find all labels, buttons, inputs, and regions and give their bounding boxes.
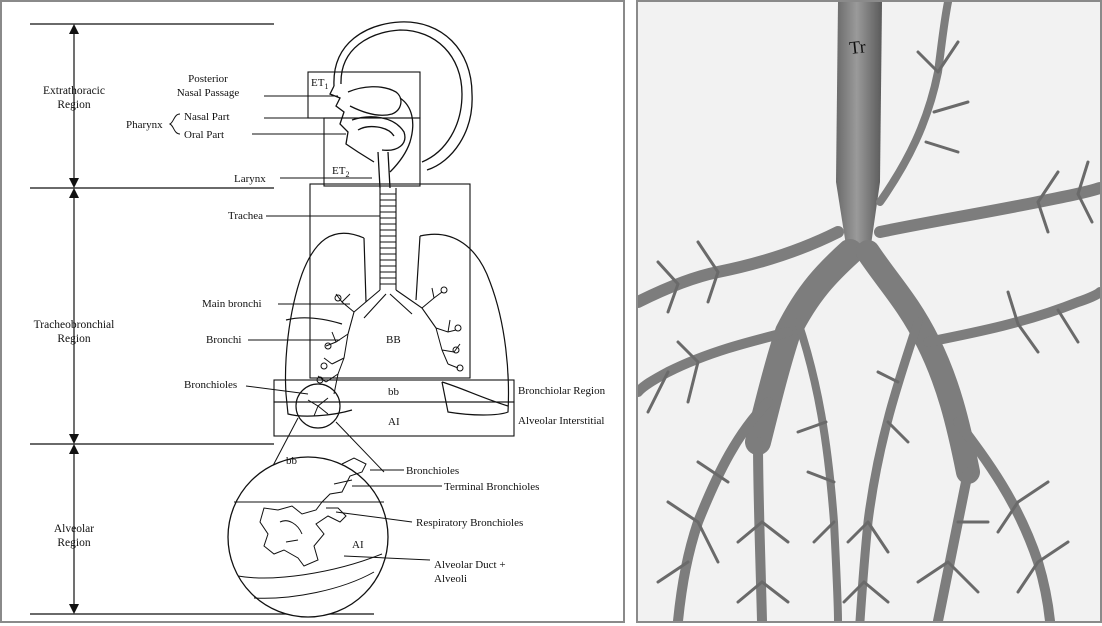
region-label: Tracheobronchial	[34, 319, 115, 331]
label-bronchioles: Bronchioles	[184, 379, 237, 391]
region-label: Region	[57, 99, 90, 111]
inset-circle	[228, 457, 388, 617]
label-bronchi: Bronchi	[206, 334, 241, 346]
label-bb-lower: bb	[388, 386, 400, 398]
inset-label-alveolar-duct: Alveolar Duct +	[434, 559, 506, 571]
cast-svg: Tr	[638, 2, 1100, 621]
inset-label-ai: AI	[352, 539, 364, 551]
label-main-bronchi: Main bronchi	[202, 298, 262, 310]
inset-label-respiratory-bronchioles: Respiratory Bronchioles	[416, 517, 523, 529]
label-oral-part: Oral Part	[184, 129, 224, 141]
region-label: Extrathoracic	[43, 85, 105, 97]
inset-label-bronchioles: Bronchioles	[406, 465, 459, 477]
bb-box	[310, 184, 470, 378]
inset-label-terminal-bronchioles: Terminal Bronchioles	[444, 481, 539, 493]
trachea-drawing	[348, 188, 436, 334]
label-nasal-passage: Nasal Passage	[177, 87, 240, 99]
head-outline	[330, 22, 472, 188]
respiratory-tract-diagram: Extrathoracic Region Tracheobronchial Re…	[0, 0, 625, 623]
arrowhead	[69, 444, 79, 454]
inset-label-bb: bb	[286, 455, 298, 467]
label-posterior: Posterior	[188, 73, 228, 85]
arrowhead	[69, 604, 79, 614]
et2-label: ET2	[332, 165, 349, 179]
label-nasal-part: Nasal Part	[184, 111, 230, 123]
inset-label-alveoli: Alveoli	[434, 573, 467, 585]
et1-label: ET1	[311, 77, 328, 91]
label-alveolar-interstitial: Alveolar Interstitial	[518, 415, 604, 427]
arrowhead	[69, 178, 79, 188]
arrowhead	[69, 24, 79, 34]
arrowhead	[69, 188, 79, 198]
arrowhead	[69, 434, 79, 444]
label-bb-upper: BB	[386, 334, 401, 346]
cast-trachea-label: Tr	[848, 36, 866, 58]
diagram-svg: Extrathoracic Region Tracheobronchial Re…	[2, 2, 623, 621]
region-label: Alveolar	[54, 523, 94, 535]
label-larynx: Larynx	[234, 173, 266, 185]
label-ai: AI	[388, 416, 400, 428]
region-label: Region	[57, 537, 90, 549]
label-bronchiolar-region: Bronchiolar Region	[518, 385, 606, 397]
label-pharynx: Pharynx	[126, 119, 163, 131]
bronchial-tree-right	[422, 287, 463, 371]
airway-cast-photo: Tr	[636, 0, 1102, 623]
label-trachea: Trachea	[228, 210, 263, 222]
region-label: Region	[57, 333, 90, 345]
et1-box	[308, 72, 420, 118]
bronchial-tree-left	[317, 294, 354, 394]
